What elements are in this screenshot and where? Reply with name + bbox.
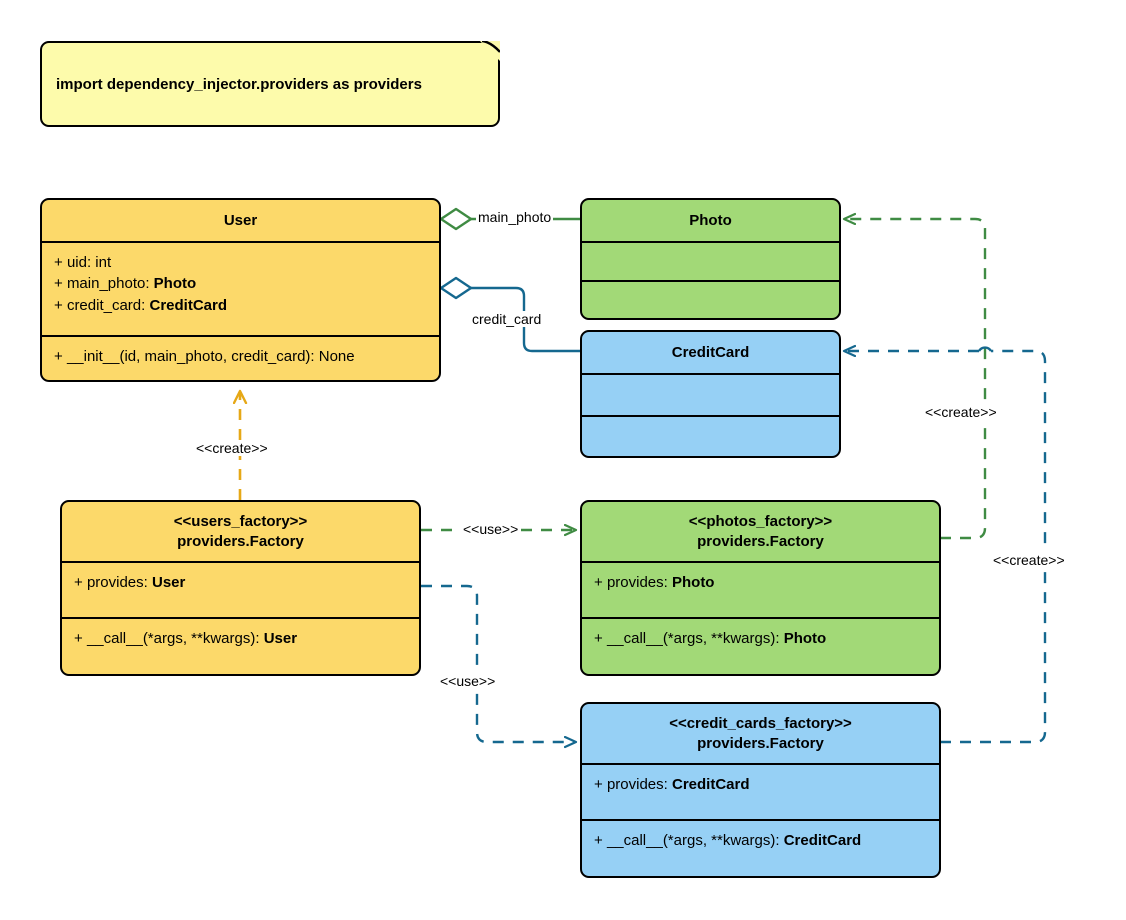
import-note: import dependency_injector.providers as … [40, 41, 500, 127]
method-row: + __call__(*args, **kwargs): Photo [594, 628, 929, 649]
class-user-attributes: + uid: int + main_photo: Photo + credit_… [42, 241, 439, 335]
class-photo-attributes [582, 241, 839, 280]
class-users-factory-name: providers.Factory [177, 532, 304, 550]
edge-label-credit-card: credit_card [470, 311, 544, 327]
attribute-type: CreditCard [671, 776, 750, 793]
edge-credit-cards-factory-create [845, 348, 1047, 744]
method-row: + __init__(id, main_photo, credit_card):… [54, 346, 429, 367]
class-users-factory-methods: + __call__(*args, **kwargs): User [62, 617, 419, 674]
edge-label-main-photo: main_photo [476, 209, 554, 225]
class-creditcard-attributes [582, 373, 839, 415]
visibility: + [74, 630, 83, 647]
attribute-label: uid: [66, 254, 96, 271]
class-photos-factory[interactable]: <<photos_factory>> providers.Factory + p… [580, 500, 941, 676]
visibility: + [74, 574, 83, 591]
attribute-type: Photo [671, 574, 715, 591]
attribute-label: provides: [86, 574, 152, 591]
class-credit-cards-factory-attributes: + provides: CreditCard [582, 763, 939, 819]
class-credit-cards-factory-title: <<credit_cards_factory>> providers.Facto… [582, 704, 939, 763]
method-type: Photo [783, 630, 827, 647]
attribute-row: + credit_card: CreditCard [54, 295, 429, 316]
attribute-row: + provides: User [74, 572, 409, 593]
class-credit-cards-factory[interactable]: <<credit_cards_factory>> providers.Facto… [580, 702, 941, 878]
class-photo-methods [582, 280, 839, 318]
edge-label-users-use-credit-cards: <<use>> [438, 673, 498, 689]
class-creditcard[interactable]: CreditCard [580, 330, 841, 458]
class-photo[interactable]: Photo [580, 198, 841, 320]
attribute-label: credit_card: [66, 296, 150, 314]
attribute-type: int [95, 254, 112, 271]
visibility: + [594, 574, 603, 591]
visibility: + [54, 348, 63, 365]
class-credit-cards-factory-methods: + __call__(*args, **kwargs): CreditCard [582, 819, 939, 876]
class-user[interactable]: User + uid: int + main_photo: Photo + cr… [40, 198, 441, 382]
class-credit-cards-factory-stereotype: <<credit_cards_factory>> [669, 715, 852, 733]
edge-label-users-factory-create: <<create>> [194, 440, 270, 456]
edge-label-users-use-photos: <<use>> [461, 521, 521, 537]
attribute-type: User [151, 574, 186, 591]
attribute-type: CreditCard [149, 296, 227, 314]
class-user-title: User [42, 200, 439, 241]
visibility: + [594, 776, 603, 793]
class-credit-cards-factory-name: providers.Factory [697, 734, 824, 752]
visibility: + [54, 275, 63, 293]
method-label: __call__(*args, **kwargs): [86, 630, 264, 647]
attribute-label: provides: [606, 574, 672, 591]
method-row: + __call__(*args, **kwargs): User [74, 628, 409, 649]
class-photos-factory-methods: + __call__(*args, **kwargs): Photo [582, 617, 939, 674]
class-photos-factory-attributes: + provides: Photo [582, 561, 939, 617]
note-fold-corner [480, 41, 500, 61]
method-type: User [263, 630, 298, 647]
edge-label-credit-cards-factory-create: <<create>> [991, 552, 1067, 568]
attribute-row: + uid: int [54, 252, 429, 273]
import-note-text: import dependency_injector.providers as … [56, 75, 422, 93]
edge-users-use-credit-cards [421, 584, 575, 742]
attribute-row: + main_photo: Photo [54, 273, 429, 294]
edge-photos-factory-create [845, 219, 987, 540]
class-users-factory-stereotype: <<users_factory>> [173, 513, 308, 531]
class-users-factory-attributes: + provides: User [62, 561, 419, 617]
method-type: CreditCard [783, 832, 862, 849]
visibility: + [594, 630, 603, 647]
class-creditcard-methods [582, 415, 839, 456]
attribute-row: + provides: Photo [594, 572, 929, 593]
class-user-methods: + __init__(id, main_photo, credit_card):… [42, 335, 439, 380]
class-users-factory-title: <<users_factory>> providers.Factory [62, 502, 419, 561]
attribute-label: provides: [606, 776, 672, 793]
visibility: + [594, 832, 603, 849]
method-label: __call__(*args, **kwargs): [606, 630, 784, 647]
attribute-row: + provides: CreditCard [594, 774, 929, 795]
class-photo-title: Photo [582, 200, 839, 241]
class-photos-factory-name: providers.Factory [697, 532, 824, 550]
visibility: + [54, 296, 63, 314]
class-creditcard-title: CreditCard [582, 332, 839, 373]
attribute-label: main_photo: [66, 275, 154, 293]
edge-label-photos-factory-create: <<create>> [923, 404, 999, 420]
method-label: __call__(*args, **kwargs): [606, 832, 784, 849]
attribute-type: Photo [153, 275, 197, 293]
method-row: + __call__(*args, **kwargs): CreditCard [594, 830, 929, 851]
class-photo-name: Photo [689, 211, 732, 229]
class-users-factory[interactable]: <<users_factory>> providers.Factory + pr… [60, 500, 421, 676]
class-photos-factory-title: <<photos_factory>> providers.Factory [582, 502, 939, 561]
class-photos-factory-stereotype: <<photos_factory>> [688, 513, 833, 531]
class-creditcard-name: CreditCard [671, 343, 750, 361]
class-user-name: User [223, 211, 258, 229]
method-label: __init__(id, main_photo, credit_card): N… [66, 348, 355, 365]
visibility: + [54, 254, 63, 271]
